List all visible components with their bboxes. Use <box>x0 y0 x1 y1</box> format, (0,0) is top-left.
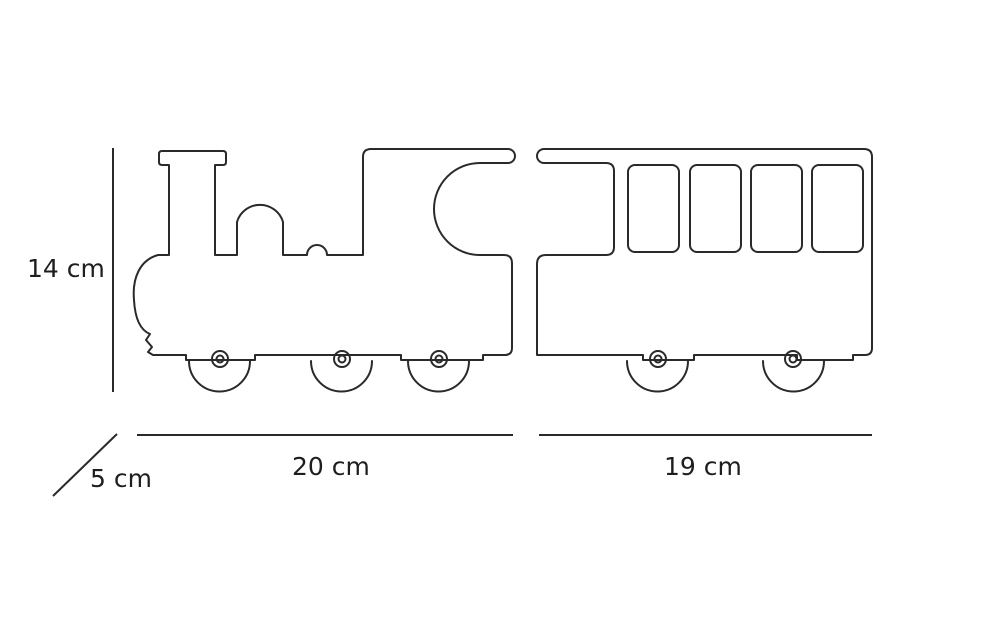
locomotive-wheel-2 <box>310 350 373 393</box>
wagon-length-label: 19 cm <box>664 452 742 481</box>
wagon-wheel-1 <box>626 350 689 393</box>
locomotive-wheel-1 <box>188 350 251 393</box>
window-4 <box>811 164 864 253</box>
depth-dimension-line <box>52 433 118 497</box>
wagon-outline <box>536 148 873 361</box>
wagon-wheel-2 <box>762 350 825 393</box>
locomotive-length-label: 20 cm <box>292 452 370 481</box>
locomotive-wheel-3 <box>407 350 470 393</box>
window-2 <box>689 164 742 253</box>
depth-label: 5 cm <box>90 464 152 493</box>
height-label: 14 cm <box>27 254 105 283</box>
locomotive-outline <box>132 148 516 361</box>
window-3 <box>750 164 803 253</box>
window-1 <box>627 164 680 253</box>
